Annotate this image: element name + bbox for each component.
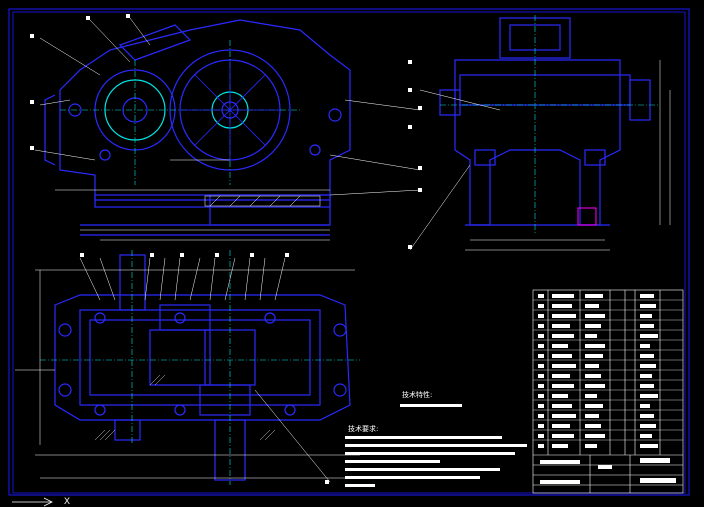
balloon-markers xyxy=(30,14,422,484)
drawing-frame-inner xyxy=(12,11,686,494)
front-view-hatching xyxy=(204,195,321,207)
parts-list-rows xyxy=(533,299,683,441)
top-view-dimensions xyxy=(15,269,360,479)
side-view xyxy=(439,17,651,226)
drawing-frame-outer xyxy=(8,8,690,496)
ucs-axis-label: X xyxy=(64,496,71,506)
top-view xyxy=(54,254,351,481)
top-view-hatching xyxy=(94,374,276,441)
large-gear-spokes xyxy=(180,60,280,160)
parts-list-table xyxy=(532,289,684,494)
side-view-centerlines xyxy=(440,15,660,235)
top-view-centerlines xyxy=(40,250,360,485)
front-view-dimensions xyxy=(55,159,330,241)
tech-notes-lines xyxy=(345,404,527,487)
front-view xyxy=(44,19,351,236)
ucs-axis-icon xyxy=(12,497,53,507)
title-block xyxy=(533,455,683,493)
parts-list-text-blocks xyxy=(538,294,658,448)
side-view-magenta-hatch xyxy=(577,207,597,226)
front-view-leaders xyxy=(34,17,421,196)
side-view-dimensions xyxy=(409,60,671,251)
top-view-leaders xyxy=(79,257,331,483)
tech-features-title: 技术特性: xyxy=(402,391,433,399)
tech-requirements-title: 技术要求: xyxy=(348,425,379,433)
